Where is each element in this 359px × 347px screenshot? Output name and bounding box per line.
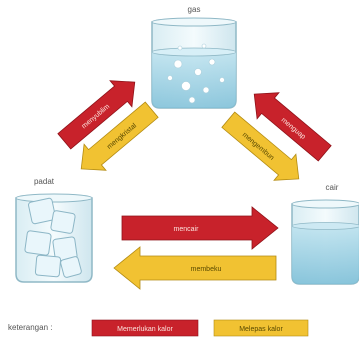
label-gas: gas (188, 5, 201, 14)
arrow-sublimate: menyublim (57, 80, 136, 150)
arrow-freeze: membeku (113, 246, 277, 290)
legend-title: keterangan : (8, 323, 52, 332)
gas-bubbles (167, 43, 225, 104)
gas-beaker (151, 17, 237, 109)
arrow-condense: mengembun (221, 111, 300, 181)
liquid-beaker (291, 199, 359, 285)
arrow-deposit: mengkristal (80, 101, 159, 171)
ice-cubes (24, 197, 82, 278)
solid-beaker (15, 193, 93, 283)
legend: keterangan : Memerlukan kalor Melepas ka… (8, 319, 309, 337)
legend-release-label: Melepas kalor (239, 326, 283, 333)
arrow-evaporate: menguap (253, 92, 332, 162)
legend-release: Melepas kalor (213, 319, 309, 337)
legend-absorb: Memerlukan kalor (91, 319, 199, 337)
arrow-freeze-label: membeku (191, 266, 222, 273)
arrow-melt-label: mencair (174, 226, 200, 233)
label-liquid: cair (326, 183, 339, 192)
legend-absorb-label: Memerlukan kalor (117, 326, 173, 333)
label-solid: padat (34, 177, 55, 186)
arrow-melt: mencair (121, 206, 279, 250)
